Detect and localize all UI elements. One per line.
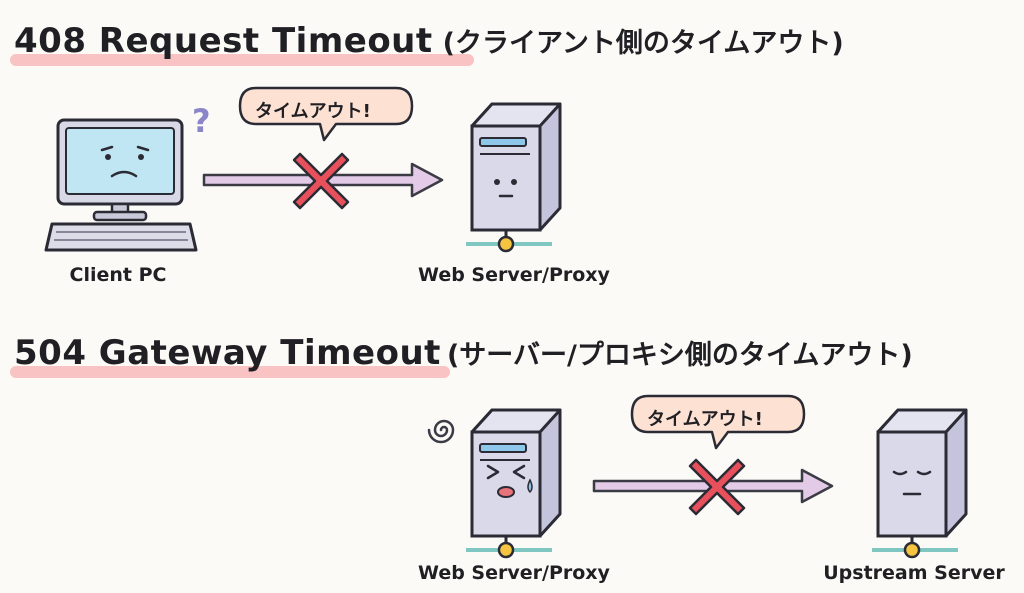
question-mark: ? [192,102,211,140]
cross-icon-408 [292,152,350,210]
cross-icon-504 [688,458,746,516]
web-server-label-504: Web Server/Proxy [418,562,610,584]
title-504-main: 504 Gateway Timeout [14,333,441,373]
upstream-server-icon [872,408,968,559]
title-408-main: 408 Request Timeout [14,21,433,61]
web-server-icon-408 [466,102,562,253]
client-pc-icon [44,118,198,252]
title-504-subtitle: (サーバー/プロキシ側のタイムアウト) [446,340,913,371]
timeout-bubble-504-text: タイムアウト! [647,409,763,430]
web-server-icon-504 [466,408,562,559]
title-408-subtitle: (クライアント側のタイムアウト) [442,28,844,59]
upstream-server-label: Upstream Server [823,562,1005,584]
timeout-bubble-504 [630,394,806,450]
title-408: 408 Request Timeout (クライアント側のタイムアウト) [14,24,844,58]
title-504: 504 Gateway Timeout(サーバー/プロキシ側のタイムアウト) [14,336,913,370]
title-highlight-408 [10,54,474,66]
timeout-bubble-408-text: タイムアウト! [255,101,371,122]
title-highlight-504 [10,366,450,378]
dizzy-swirl-icon [427,419,455,444]
timeout-bubble-408 [238,86,414,142]
client-pc-label: Client PC [69,264,167,286]
web-server-label-408: Web Server/Proxy [418,264,610,286]
